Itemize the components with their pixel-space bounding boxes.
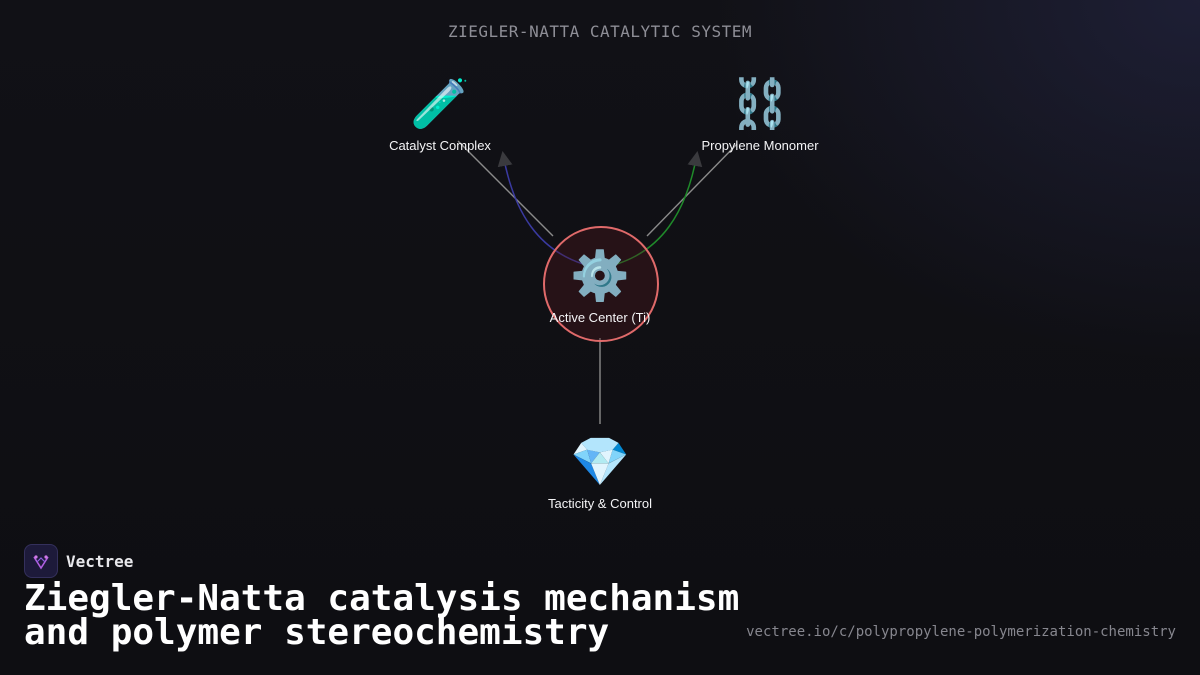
node-catalyst-label: Catalyst Complex [389, 138, 491, 153]
link-center-to-catalyst [457, 140, 554, 237]
brand[interactable]: Vectree [24, 544, 133, 578]
chain-icon: ⛓️ [730, 76, 790, 132]
node-monomer-label: Propylene Monomer [701, 138, 819, 153]
brand-name: Vectree [66, 551, 134, 571]
source-url[interactable]: vectree.io/c/polypropylene-polymerizatio… [746, 624, 1176, 640]
gem-icon: 💎 [570, 434, 630, 490]
node-catalyst-complex[interactable]: 🧪 Catalyst Complex [360, 76, 520, 153]
link-center-to-monomer [646, 143, 738, 237]
test-tube-icon: 🧪 [410, 76, 470, 132]
node-center-label: Active Center (Ti) [549, 310, 651, 325]
node-tacticity-label: Tacticity & Control [547, 496, 653, 511]
active-center-ring [543, 226, 659, 342]
node-tacticity-control[interactable]: 💎 Tacticity & Control [520, 434, 680, 511]
node-active-center[interactable]: ⚙️ Active Center (Ti) [520, 248, 680, 325]
gear-icon: ⚙️ [570, 248, 630, 304]
node-propylene-monomer[interactable]: ⛓️ Propylene Monomer [680, 76, 840, 153]
vectree-logo-icon [24, 544, 58, 578]
page-headline: Ziegler-Natta catalysis mechanism and po… [24, 578, 740, 653]
diagram-title: ZIEGLER-NATTA CATALYTIC SYSTEM [448, 22, 752, 41]
